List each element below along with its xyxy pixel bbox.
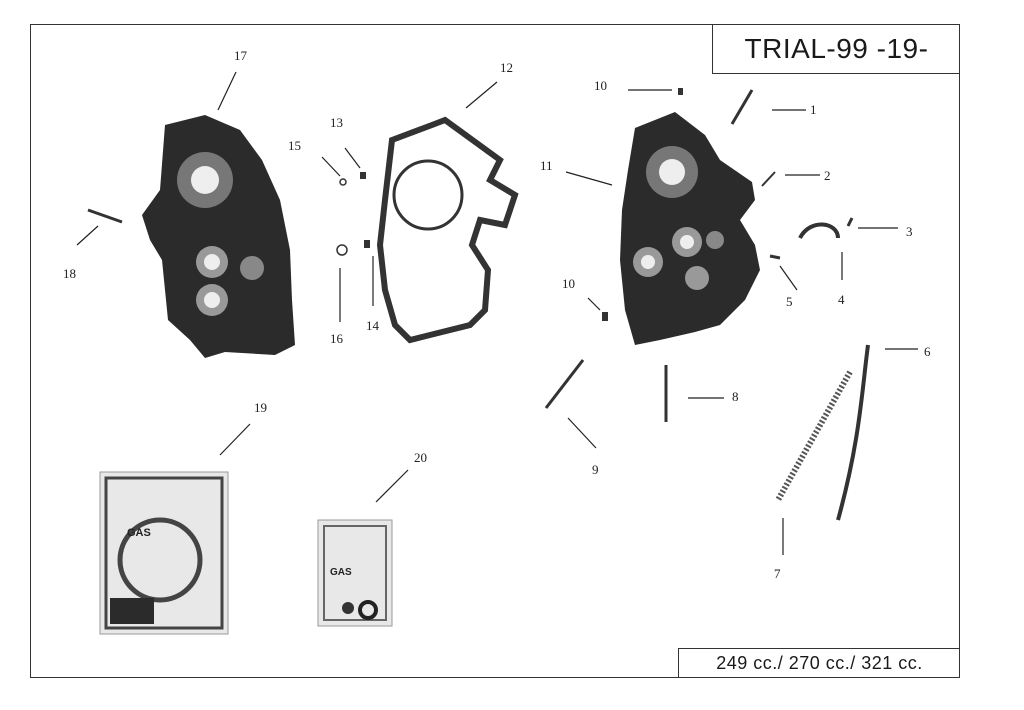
callout-15: 15 [288, 138, 301, 153]
bag-label-gas-2: GAS [330, 567, 352, 578]
breather-hose [836, 344, 870, 521]
callout-16: 16 [330, 331, 344, 346]
dowel-part [678, 88, 683, 95]
stud-part [769, 254, 781, 260]
callout-6: 6 [924, 344, 931, 359]
seal-ring-part [336, 244, 348, 256]
callout-10-lower: 10 [562, 276, 575, 291]
screw-part [846, 217, 854, 227]
dowel-part [360, 172, 366, 179]
callout-18: 18 [63, 266, 76, 281]
callout-3: 3 [906, 224, 913, 239]
callout-13: 13 [330, 115, 343, 130]
page-title: TRIAL-99 -19- [712, 24, 960, 74]
screw-part [761, 171, 776, 187]
callout-9: 9 [592, 462, 599, 477]
callout-19: 19 [254, 400, 267, 415]
left-crankcase-half [142, 115, 295, 358]
dowel-part [602, 312, 608, 321]
callout-10-top: 10 [594, 78, 607, 93]
spring-part [775, 370, 853, 502]
diagram-frame [30, 24, 960, 678]
callout-5: 5 [786, 294, 793, 309]
pin-part [364, 240, 370, 248]
bag-label-gas-1: GAS [127, 527, 151, 539]
callout-12: 12 [500, 60, 513, 75]
callout-numbers: 1 2 3 4 5 6 7 8 9 10 10 11 12 13 14 15 1… [63, 48, 931, 581]
gasket-set-bag-small [317, 519, 393, 627]
long-bolt-part [544, 359, 585, 409]
callout-20: 20 [414, 450, 427, 465]
callout-4: 4 [838, 292, 845, 307]
crankcase-gasket [376, 116, 519, 344]
callout-7: 7 [774, 566, 781, 581]
stud-part [87, 208, 123, 224]
gasket-set-bag-large [99, 471, 229, 635]
displacement-label: 249 cc./ 270 cc./ 321 cc. [678, 648, 960, 678]
callout-1: 1 [810, 102, 817, 117]
callout-2: 2 [824, 168, 831, 183]
leader-lines [76, 71, 918, 555]
clamp-part [798, 222, 840, 240]
o-ring-part [339, 178, 347, 186]
callout-8: 8 [732, 389, 739, 404]
callout-17: 17 [234, 48, 248, 63]
callout-14: 14 [366, 318, 380, 333]
bolt-part [730, 89, 754, 125]
callout-11: 11 [540, 158, 553, 173]
right-crankcase-half [620, 112, 760, 345]
